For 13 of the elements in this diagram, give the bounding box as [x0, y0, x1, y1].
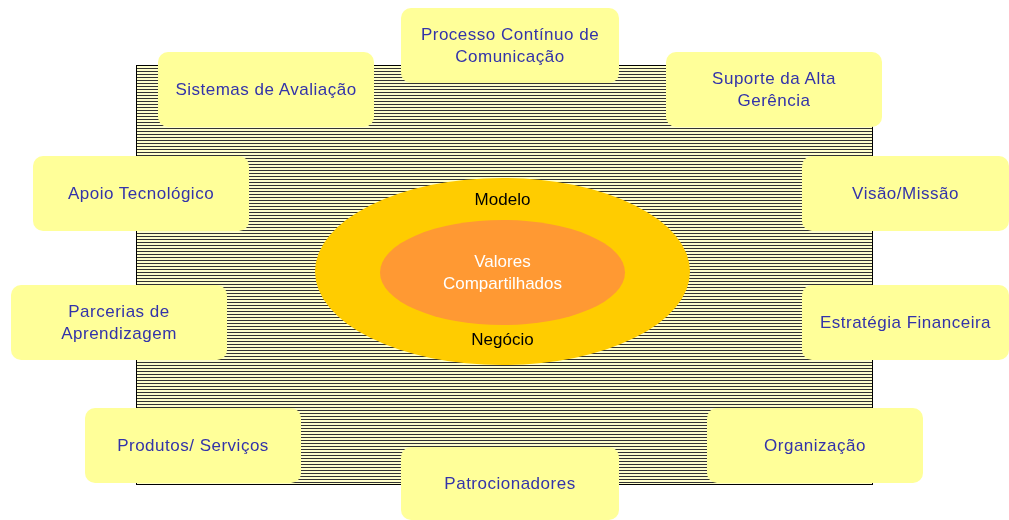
- label-box: Organização: [707, 408, 923, 483]
- label-box: Parcerias de Aprendizagem: [11, 285, 227, 360]
- label-box: Visão/Missão: [802, 156, 1009, 231]
- label-box: Produtos/ Serviços: [85, 408, 301, 483]
- label-box: Processo Contínuo de Comunicação: [401, 8, 619, 83]
- ellipse-label: Modelo: [473, 190, 532, 210]
- label-box: Sistemas de Avaliação: [158, 52, 374, 127]
- label-box: Suporte da Alta Gerência: [666, 52, 882, 127]
- label-box: Apoio Tecnológico: [33, 156, 249, 231]
- label-box: Estratégia Financeira: [802, 285, 1009, 360]
- ellipse-label: Negócio: [470, 330, 535, 350]
- label-box: Patrocionadores: [401, 447, 619, 520]
- inner-ellipse: Valores Compartilhados: [380, 220, 625, 325]
